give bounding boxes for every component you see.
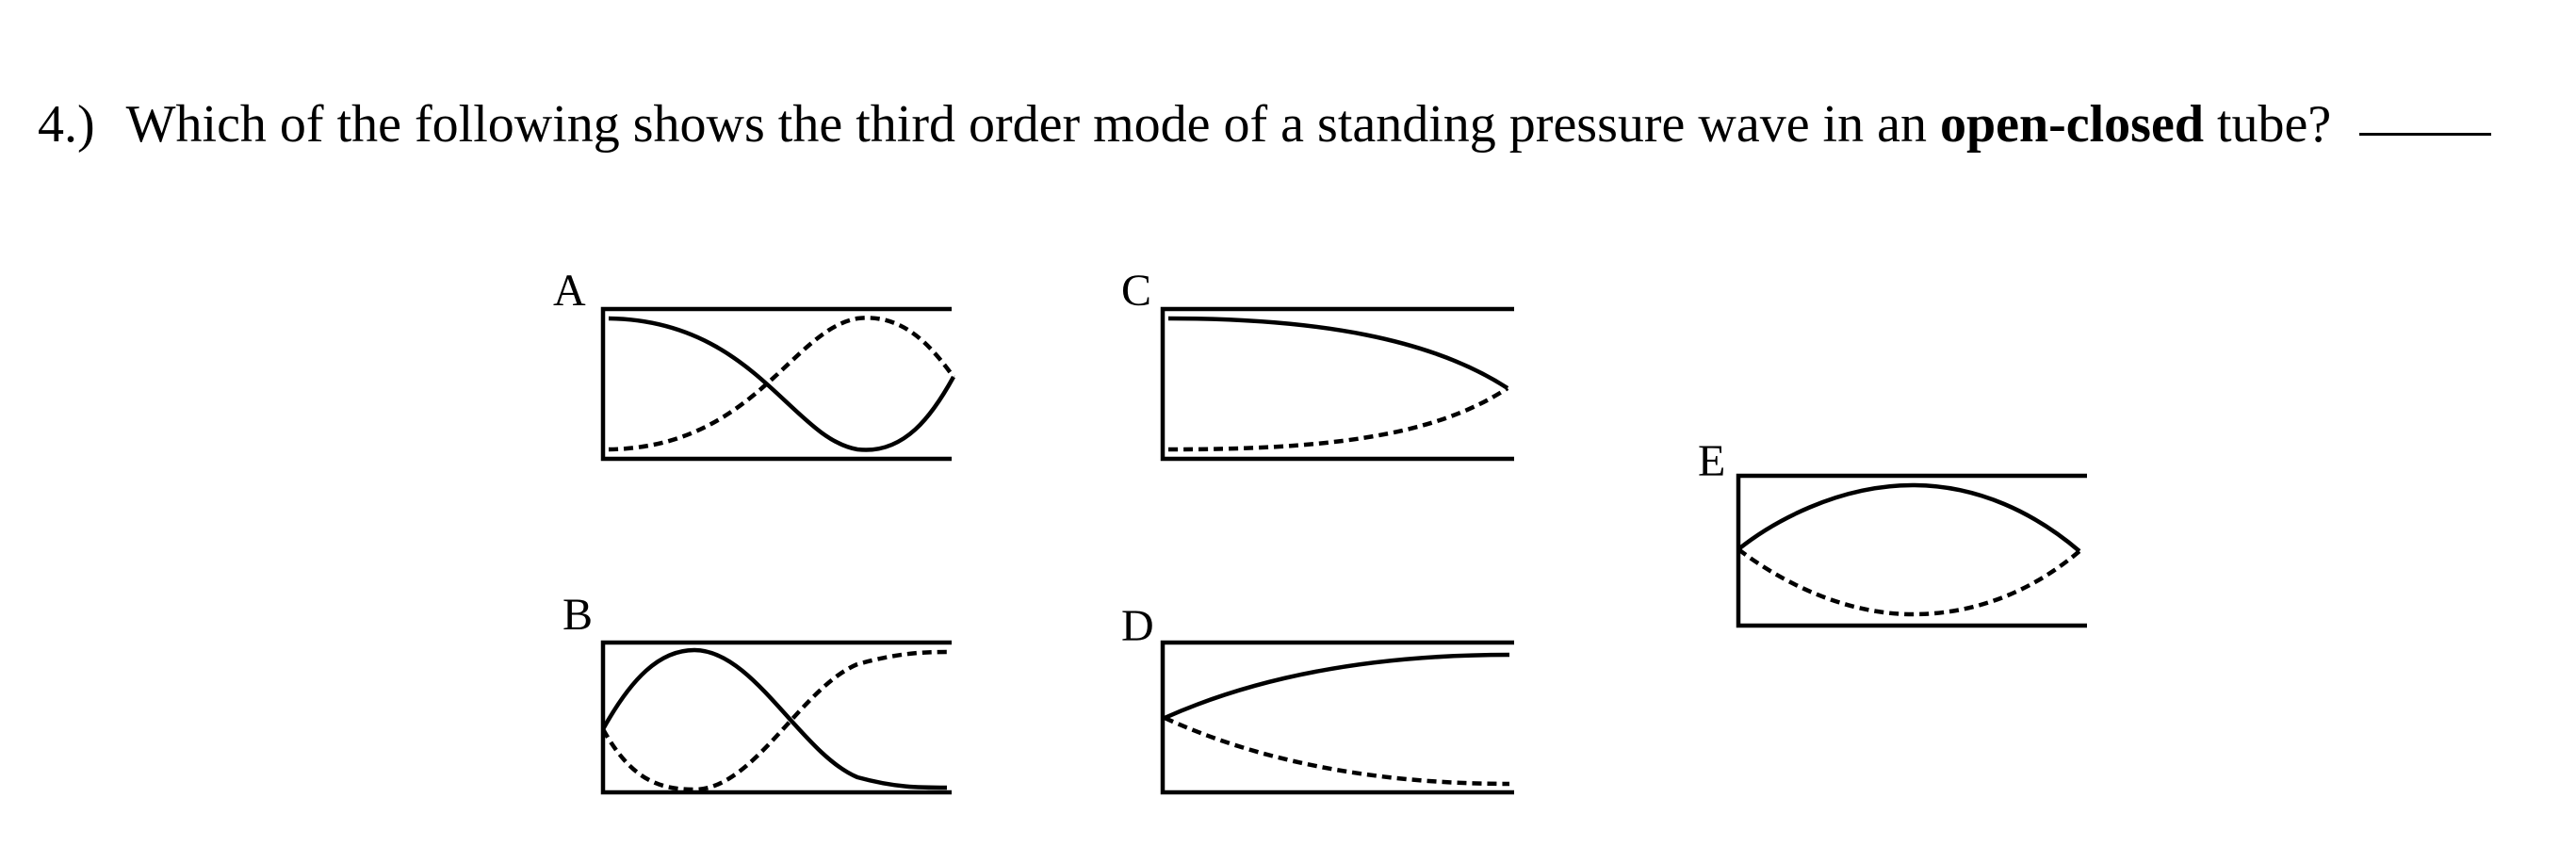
option-a-label: A: [553, 266, 586, 316]
question-body: Which of the following shows the third o…: [125, 95, 1927, 154]
question-tail: tube?: [2216, 95, 2332, 154]
answer-blank[interactable]: [2359, 132, 2492, 136]
option-c-solid-wave: [1167, 316, 1509, 390]
option-d-label: D: [1121, 601, 1154, 651]
option-c[interactable]: C: [1121, 266, 1514, 462]
option-e-solid-wave: [1736, 482, 2081, 553]
option-a-solid-wave: [608, 316, 955, 452]
option-e-dashed-wave: [1736, 547, 2081, 617]
option-e-tube: [1736, 473, 2087, 628]
option-c-label: C: [1121, 266, 1151, 316]
option-c-dashed-wave: [1167, 386, 1509, 452]
option-b-tube: [600, 640, 952, 795]
option-c-tube: [1160, 306, 1514, 462]
option-d-dashed-wave: [1164, 715, 1510, 787]
option-b[interactable]: B: [562, 590, 952, 795]
option-b-dashed-wave: [601, 649, 948, 792]
option-d-tube: [1160, 640, 1514, 795]
option-a-tube: [600, 306, 952, 462]
question-emphasis: open-closed: [1939, 95, 2204, 154]
option-a[interactable]: A: [553, 266, 955, 462]
question-text: 4.) Which of the following shows the thi…: [38, 90, 2492, 158]
option-a-dashed-wave: [608, 316, 955, 452]
option-d-solid-wave: [1164, 652, 1510, 721]
option-e-label: E: [1698, 436, 1725, 486]
option-b-solid-wave: [601, 647, 948, 790]
option-e[interactable]: E: [1698, 436, 2087, 628]
option-b-label: B: [562, 590, 593, 640]
option-d[interactable]: D: [1121, 601, 1514, 795]
question-number: 4.): [38, 95, 95, 154]
